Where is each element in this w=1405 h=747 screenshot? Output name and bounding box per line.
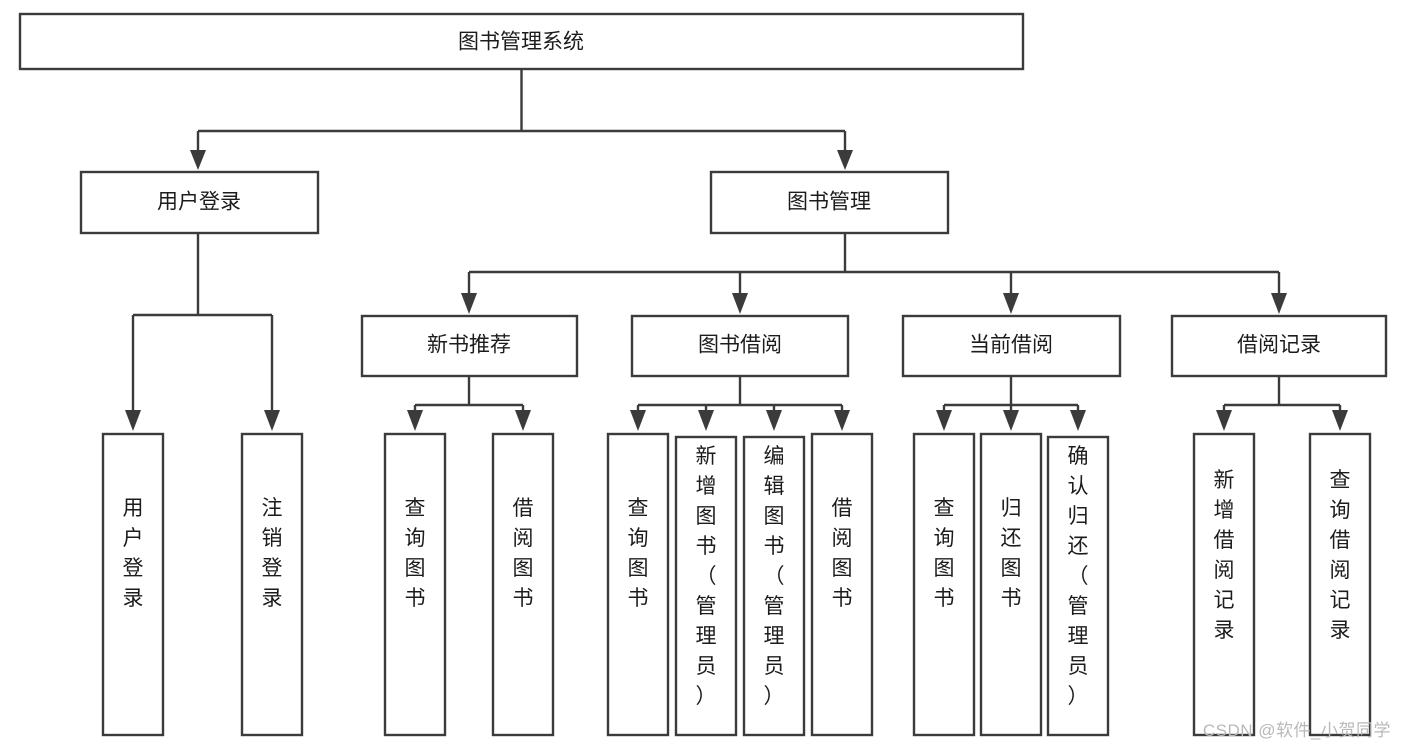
connector-bookborrow-to-leaves (630, 376, 850, 431)
node-current-borrow-box (901, 314, 1122, 378)
leaf-add-borrow-record-box (1192, 432, 1256, 737)
leaf-cur-query-book[interactable]: 查询图书 (912, 432, 976, 737)
leaf-confirm-return-admin-label: 确认归还（管理员） (1068, 445, 1089, 708)
connector-newbook-to-leaves (407, 376, 531, 431)
node-book-manage[interactable]: 图书管理 (709, 170, 950, 235)
connector-userlogin-to-leaves (125, 233, 280, 431)
leaf-logout-login[interactable]: 注销登录 (240, 432, 304, 737)
leaf-user-login[interactable]: 用户登录 (101, 432, 165, 737)
node-new-book-recommend-label: 新书推荐 (427, 334, 511, 357)
node-user-login-box (79, 170, 320, 235)
node-root-label: 图书管理系统 (458, 31, 584, 54)
leaf-edit-book-admin[interactable]: 编辑图书（管理员） (742, 435, 806, 737)
leaf-add-borrow-record-label: 新增借阅记录 (1214, 469, 1235, 642)
leaf-edit-book-admin-label: 编辑图书（管理员） (764, 445, 785, 708)
node-current-borrow-label: 当前借阅 (969, 334, 1053, 357)
leaf-rec-borrow-book-box (491, 432, 555, 737)
leaf-borrow-book-box (810, 432, 874, 737)
leaf-rec-query-book-label: 查询图书 (405, 497, 426, 610)
connector-bookmanage-to-level3 (461, 233, 1287, 314)
leaf-edit-book-admin-box (742, 435, 806, 737)
leaf-rec-borrow-book[interactable]: 借阅图书 (491, 432, 555, 737)
leaf-borrow-book-label: 借阅图书 (832, 497, 853, 610)
leaf-user-login-label: 用户登录 (123, 497, 144, 610)
node-user-login-label: 用户登录 (157, 191, 241, 214)
leaf-confirm-return-admin-box (1046, 435, 1110, 737)
leaf-rec-borrow-book-label: 借阅图书 (513, 497, 534, 610)
node-book-manage-box (709, 170, 950, 235)
node-new-book-recommend[interactable]: 新书推荐 (360, 314, 579, 378)
connector-borrowrecord-to-leaves (1216, 376, 1348, 431)
leaf-logout-login-label: 注销登录 (262, 497, 283, 610)
leaf-confirm-return-admin[interactable]: 确认归还（管理员） (1046, 435, 1110, 737)
node-borrow-record-label: 借阅记录 (1237, 334, 1321, 357)
leaf-cur-query-book-box (912, 432, 976, 737)
node-current-borrow[interactable]: 当前借阅 (901, 314, 1122, 378)
node-new-book-recommend-box (360, 314, 579, 378)
leaf-borrow-query-book[interactable]: 查询图书 (606, 432, 670, 737)
leaf-rec-query-book-box (383, 432, 447, 737)
leaf-borrow-book[interactable]: 借阅图书 (810, 432, 874, 737)
node-root-box (18, 12, 1025, 71)
node-borrow-record[interactable]: 借阅记录 (1170, 314, 1388, 378)
leaf-add-book-admin-box (674, 435, 738, 737)
leaf-query-borrow-record-label: 查询借阅记录 (1330, 469, 1351, 642)
leaf-user-login-box (101, 432, 165, 737)
leaf-return-book[interactable]: 归还图书 (979, 432, 1043, 737)
node-book-manage-label: 图书管理 (787, 191, 871, 214)
leaf-query-borrow-record[interactable]: 查询借阅记录 (1308, 432, 1372, 737)
csdn-watermark: CSDN @软件_小贺同学 (1202, 721, 1391, 740)
leaf-logout-login-box (240, 432, 304, 737)
leaf-return-book-label: 归还图书 (1001, 497, 1022, 610)
leaf-add-book-admin[interactable]: 新增图书（管理员） (674, 435, 738, 737)
leaf-borrow-query-book-label: 查询图书 (628, 497, 649, 610)
node-book-borrow-label: 图书借阅 (698, 334, 782, 357)
leaf-cur-query-book-label: 查询图书 (934, 497, 955, 610)
connector-root-to-level2 (190, 69, 853, 170)
connector-currentborrow-to-leaves (936, 376, 1086, 431)
leaf-add-borrow-record[interactable]: 新增借阅记录 (1192, 432, 1256, 737)
leaf-borrow-query-book-box (606, 432, 670, 737)
node-borrow-record-box (1170, 314, 1388, 378)
node-book-borrow-box (630, 314, 850, 378)
node-book-borrow[interactable]: 图书借阅 (630, 314, 850, 378)
leaf-add-book-admin-label: 新增图书（管理员） (696, 445, 717, 708)
leaf-return-book-box (979, 432, 1043, 737)
node-user-login[interactable]: 用户登录 (79, 170, 320, 235)
leaf-query-borrow-record-box (1308, 432, 1372, 737)
node-root[interactable]: 图书管理系统 (18, 12, 1025, 71)
leaf-rec-query-book[interactable]: 查询图书 (383, 432, 447, 737)
